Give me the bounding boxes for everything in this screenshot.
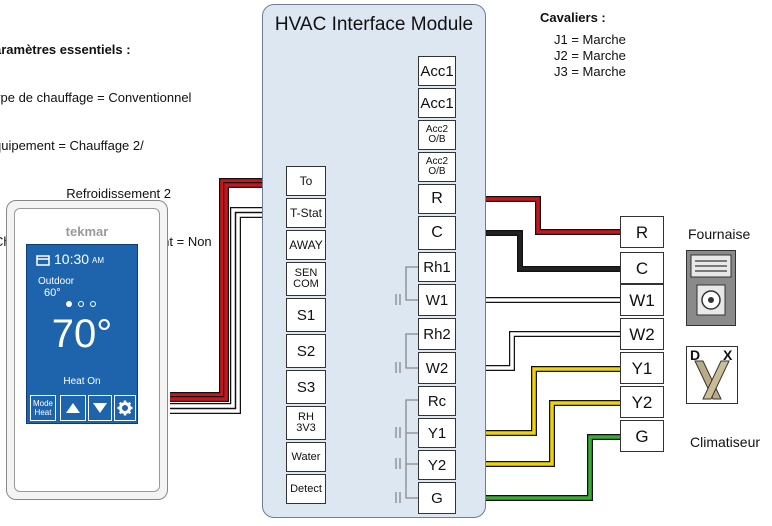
status-text: Heat On [63,376,101,387]
up-arrow-icon [66,403,80,413]
jumper-j1 [395,266,418,305]
wire-y2-yellow [456,400,620,467]
terminal-acc2-ob: Acc2 O/B [418,120,456,150]
wire-y1-yellow [456,366,620,436]
down-arrow-icon [93,403,107,413]
module-title: HVAC Interface Module [274,14,474,35]
device-terminal-y1: Y1 [620,352,664,384]
jumpers: Cavaliers : J1 = Marche J2 = Marche J3 =… [540,10,626,80]
jumper-j2 [395,333,418,373]
thermostat-brand: tekmar [65,224,109,239]
terminal-w1: W1 [418,284,456,316]
jumper-j3 [395,399,418,503]
jumper-line: J3 = Marche [554,64,626,79]
furnace-icon [686,250,736,326]
terminal-detect: Detect [286,474,326,504]
device-terminal-w2: W2 [620,318,664,350]
terminal-acc1: Acc1 [418,88,456,118]
wire-r-red [456,196,620,235]
device-terminal-r: R [620,216,664,248]
params-line: ype de chauffage = Conventionnel [0,90,192,105]
params-heading: aramètres essentiels : [0,42,131,57]
wire-to-red [170,178,286,402]
setpoint-temp: 70° [51,312,113,356]
terminal-water: Water [286,442,326,472]
params-line: quipement = Chauffage 2/ [0,138,144,153]
terminal-acc2-ob: Acc2 O/B [418,152,456,182]
terminal-c: C [418,216,456,250]
page-dots [64,296,104,314]
ac-icon-x: X [723,347,733,363]
terminal-s3: S3 [286,370,326,404]
mode-button[interactable]: Mode Heat [30,395,56,421]
terminal-acc1: Acc1 [418,56,456,86]
terminal-tstat: T-Stat [286,198,326,228]
terminal-r: R [418,184,456,214]
gear-icon [117,400,133,416]
mode-label: Mode [32,399,53,408]
mode-value: Heat [34,408,52,417]
down-button[interactable] [88,395,112,421]
terminal-to: To [286,166,326,196]
ac-label: Climatiseur [690,434,761,450]
terminal-y2: Y2 [418,450,456,480]
ac-icon-d: D [690,347,701,363]
terminal-away: AWAY [286,230,326,260]
terminal-sen-com: SEN COM [286,262,326,296]
terminal-rh2: Rh2 [418,318,456,350]
terminal-g: G [418,482,456,514]
outdoor-temp: 60° [44,287,61,299]
wire-g-green [456,434,620,501]
calendar-icon [36,253,50,266]
thermostat-ampm: AM [92,256,104,265]
terminal-rh1: Rh1 [418,252,456,282]
terminal-rc: Rc [418,386,456,416]
outdoor-label: Outdoor [38,276,75,287]
ac-graphic [694,360,730,400]
wire-c-black [456,230,620,272]
terminal-s2: S2 [286,334,326,368]
device-terminal-w1: W1 [620,284,664,316]
terminal-w2: W2 [418,352,456,384]
jumpers-heading: Cavaliers : [540,10,606,25]
terminal-rh-3v3: RH 3V3 [286,406,326,440]
thermostat-screen [26,244,138,424]
thermostat-time: 10:30 [54,251,90,267]
terminal-s1: S1 [286,298,326,332]
air-conditioner-icon: D X [686,346,738,404]
jumper-line: J1 = Marche [554,32,626,47]
furnace-label: Fournaise [688,226,751,242]
up-button[interactable] [60,395,86,421]
params-line: Refroidissement 2 [0,186,172,201]
furnace-graphic [690,254,732,316]
jumper-line: J2 = Marche [554,48,626,63]
device-terminal-c: C [620,252,664,284]
device-terminal-g: G [620,420,664,452]
settings-button[interactable] [114,395,136,421]
device-terminal-y2: Y2 [620,386,664,418]
terminal-y1: Y1 [418,418,456,448]
